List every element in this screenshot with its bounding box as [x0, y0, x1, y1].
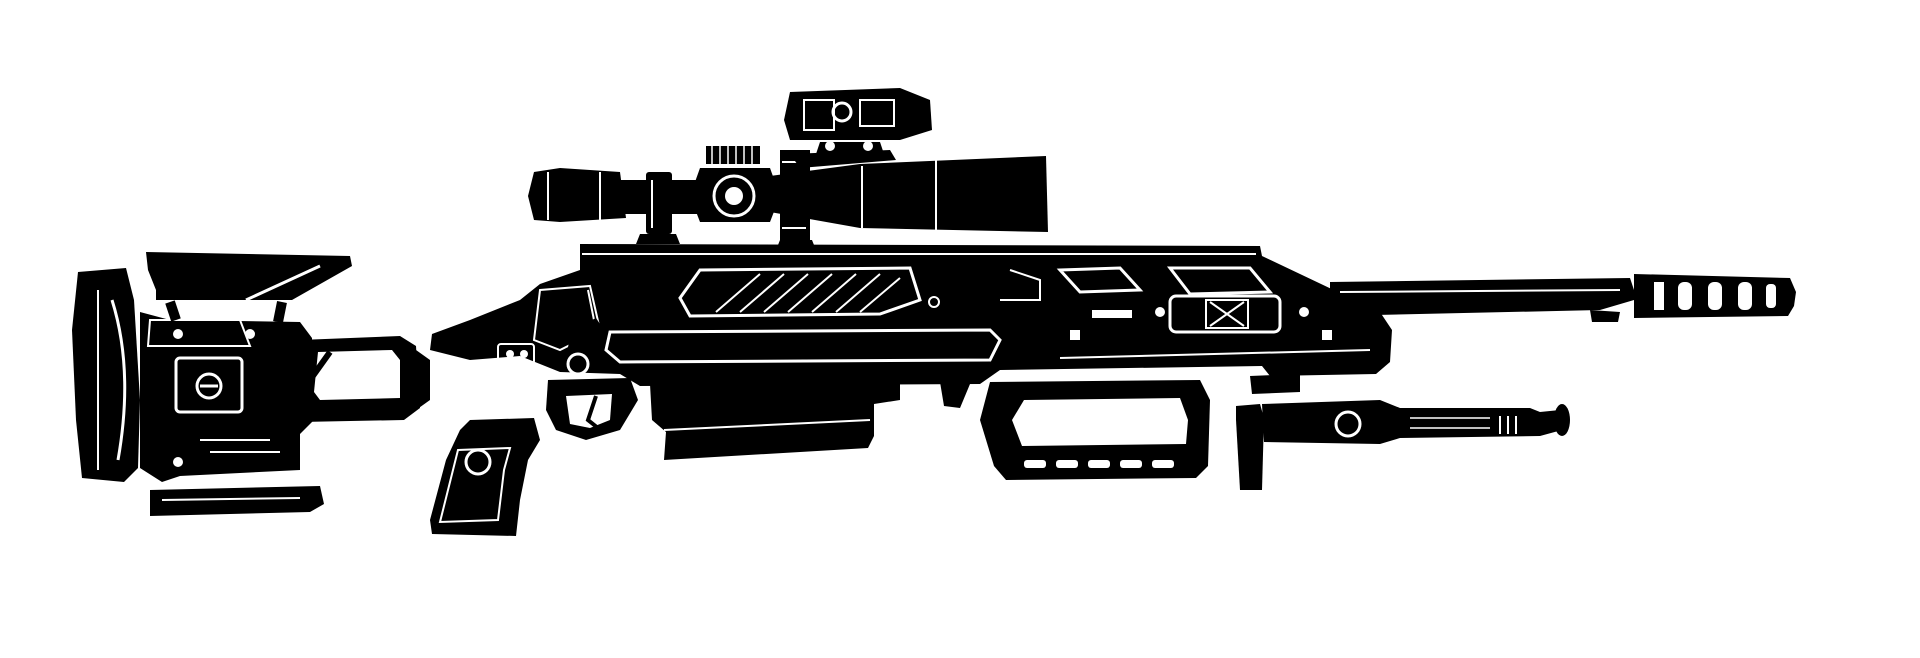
buttstock-icon — [72, 268, 324, 516]
pistol-grip-icon — [430, 418, 540, 536]
stock-arm — [300, 336, 430, 422]
magazine-icon — [650, 382, 970, 460]
rifle-scope-icon — [528, 146, 1048, 232]
mini-red-dot-icon — [784, 88, 932, 154]
tactical-light-icon — [1236, 374, 1570, 490]
barrel-icon — [1330, 278, 1634, 322]
optic-mount-icon — [636, 150, 896, 250]
bolt-handle — [564, 318, 604, 376]
front-grip-icon — [980, 380, 1210, 480]
cheek-rest-icon — [146, 252, 352, 323]
trigger-icon — [546, 378, 638, 440]
receiver-icon — [430, 244, 1392, 386]
muzzle-brake-icon — [1634, 274, 1796, 318]
